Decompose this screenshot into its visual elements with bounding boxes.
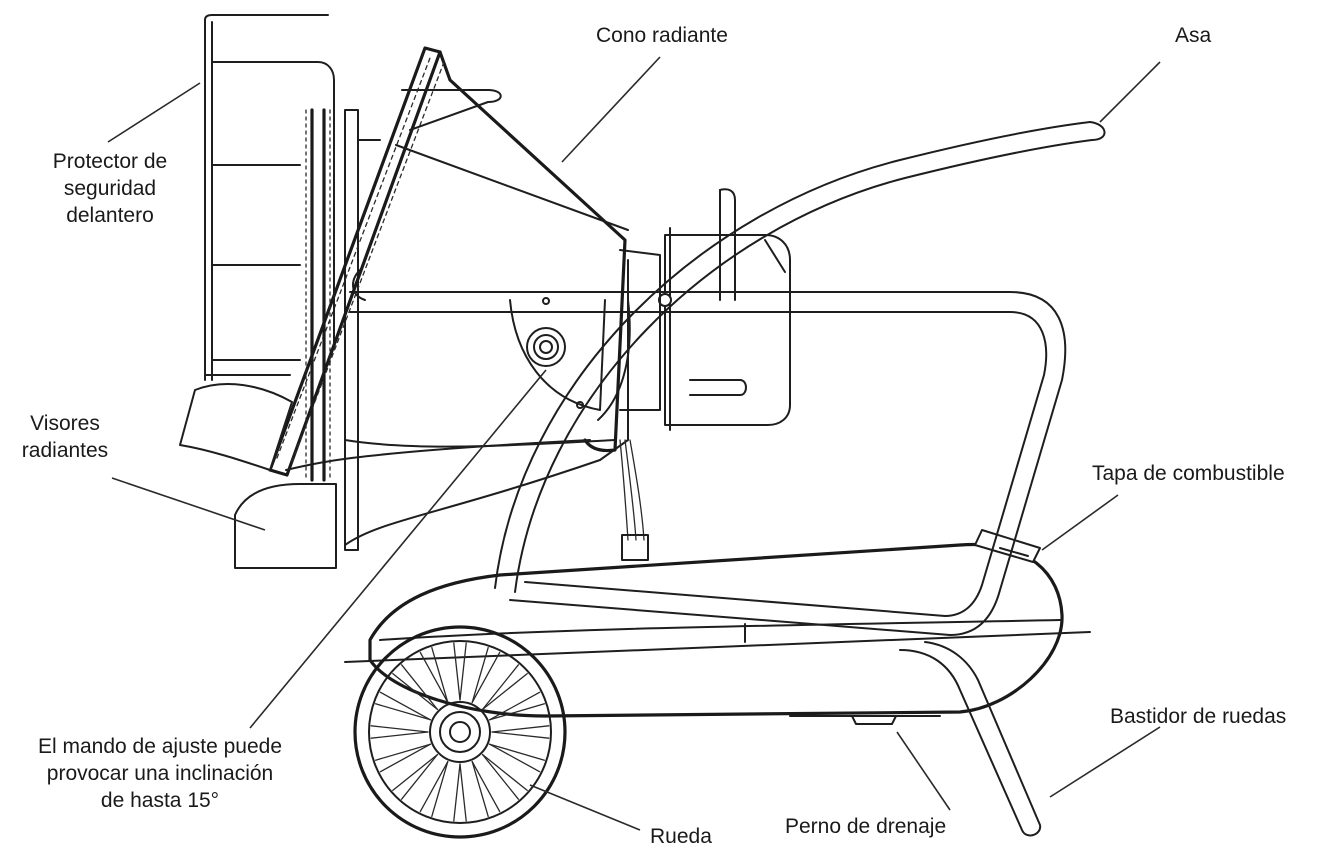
tank-rim-line	[344, 631, 1091, 663]
label-adjust-knob-line2: provocar una inclinación	[46, 762, 274, 785]
label-front-guard-line1: Protector de	[52, 150, 168, 173]
wheel-spoke	[400, 664, 439, 711]
wheel-spoke	[392, 672, 439, 711]
frame-bar	[349, 291, 1011, 313]
wheel-spoke	[471, 760, 489, 818]
front-coil	[305, 108, 331, 482]
leader-radiant-cone	[561, 56, 661, 163]
label-drain-bolt: Perno de drenaje	[785, 815, 947, 838]
wheel-shape	[353, 625, 567, 839]
label-radiant-cone: Cono radiante	[596, 24, 728, 47]
wheel-spoke	[431, 760, 449, 818]
wheel-spoke	[491, 725, 550, 733]
wheel-spoke	[453, 763, 461, 822]
label-adjust-knob: El mando de ajuste puede provocar una in…	[10, 733, 310, 814]
leader-drain-bolt	[896, 731, 951, 811]
wheel-spoke	[488, 691, 541, 721]
wheel-spoke	[419, 651, 449, 704]
wheel-spoke	[481, 672, 528, 711]
wheel-spoke	[481, 753, 520, 800]
wheel-spoke	[459, 642, 467, 701]
wheel-spoke	[488, 743, 546, 761]
fuel-tank	[368, 542, 1064, 718]
label-handle: Asa	[1175, 24, 1212, 47]
wheel-spoke	[459, 763, 467, 822]
label-front-guard-line2: seguridad	[63, 177, 157, 200]
leader-radiant-visors	[111, 477, 266, 531]
label-front-guard-line3: delantero	[66, 204, 154, 227]
wheel-spoke	[419, 760, 449, 813]
wheel-spoke	[370, 731, 429, 739]
handle-shape	[494, 121, 1106, 593]
label-adjust-knob-line3: de hasta 15°	[100, 789, 220, 812]
radiant-cone-shape	[268, 46, 629, 477]
wheel-spoke	[481, 753, 528, 792]
heater-body	[344, 109, 661, 551]
label-radiant-visors: Visores radiantes	[5, 410, 125, 464]
cables	[619, 439, 649, 561]
drain-bolt-shape	[851, 715, 897, 725]
wheel-spoke	[481, 664, 520, 711]
label-wheel: Rueda	[650, 825, 712, 848]
wheel-spoke	[488, 743, 541, 773]
radiant-visors-shape	[179, 383, 337, 569]
leader-handle	[1099, 61, 1161, 123]
leader-wheel	[529, 784, 641, 831]
leader-front-guard	[107, 82, 201, 143]
wheel-spoke	[379, 743, 432, 773]
label-radiant-visors-line2: radiantes	[21, 439, 109, 462]
wheel-spoke	[374, 703, 432, 721]
leader-wheel-frame	[1049, 726, 1161, 798]
label-radiant-visors-line1: Visores	[30, 412, 100, 435]
wheel-spoke	[471, 646, 489, 704]
fuel-cap-shape	[974, 529, 1041, 563]
wheel-spoke	[431, 646, 449, 704]
wheel-frame-loop	[509, 291, 1067, 837]
front-safety-guard	[204, 14, 335, 381]
rear-housing	[664, 188, 791, 431]
wheel-spoke	[400, 753, 439, 800]
wheel-spoke	[471, 760, 501, 813]
leader-lines	[107, 56, 1161, 831]
wheel-spoke	[392, 753, 439, 792]
wheel-spoke	[453, 642, 461, 701]
label-fuel-cap: Tapa de combustible	[1092, 462, 1285, 485]
wheel-spoke	[379, 691, 432, 721]
wheel-spoke	[488, 703, 546, 721]
label-front-guard: Protector de seguridad delantero	[20, 148, 200, 229]
wheel-spoke	[374, 743, 432, 761]
wheel-spoke	[471, 651, 501, 704]
label-adjust-knob-line1: El mando de ajuste puede	[37, 735, 282, 758]
wheel-spoke	[491, 731, 550, 739]
wheel-spoke	[370, 725, 429, 733]
label-wheel-frame: Bastidor de ruedas	[1110, 705, 1287, 728]
leader-fuel-cap	[1041, 494, 1119, 551]
leader-adjust-knob	[249, 369, 547, 729]
